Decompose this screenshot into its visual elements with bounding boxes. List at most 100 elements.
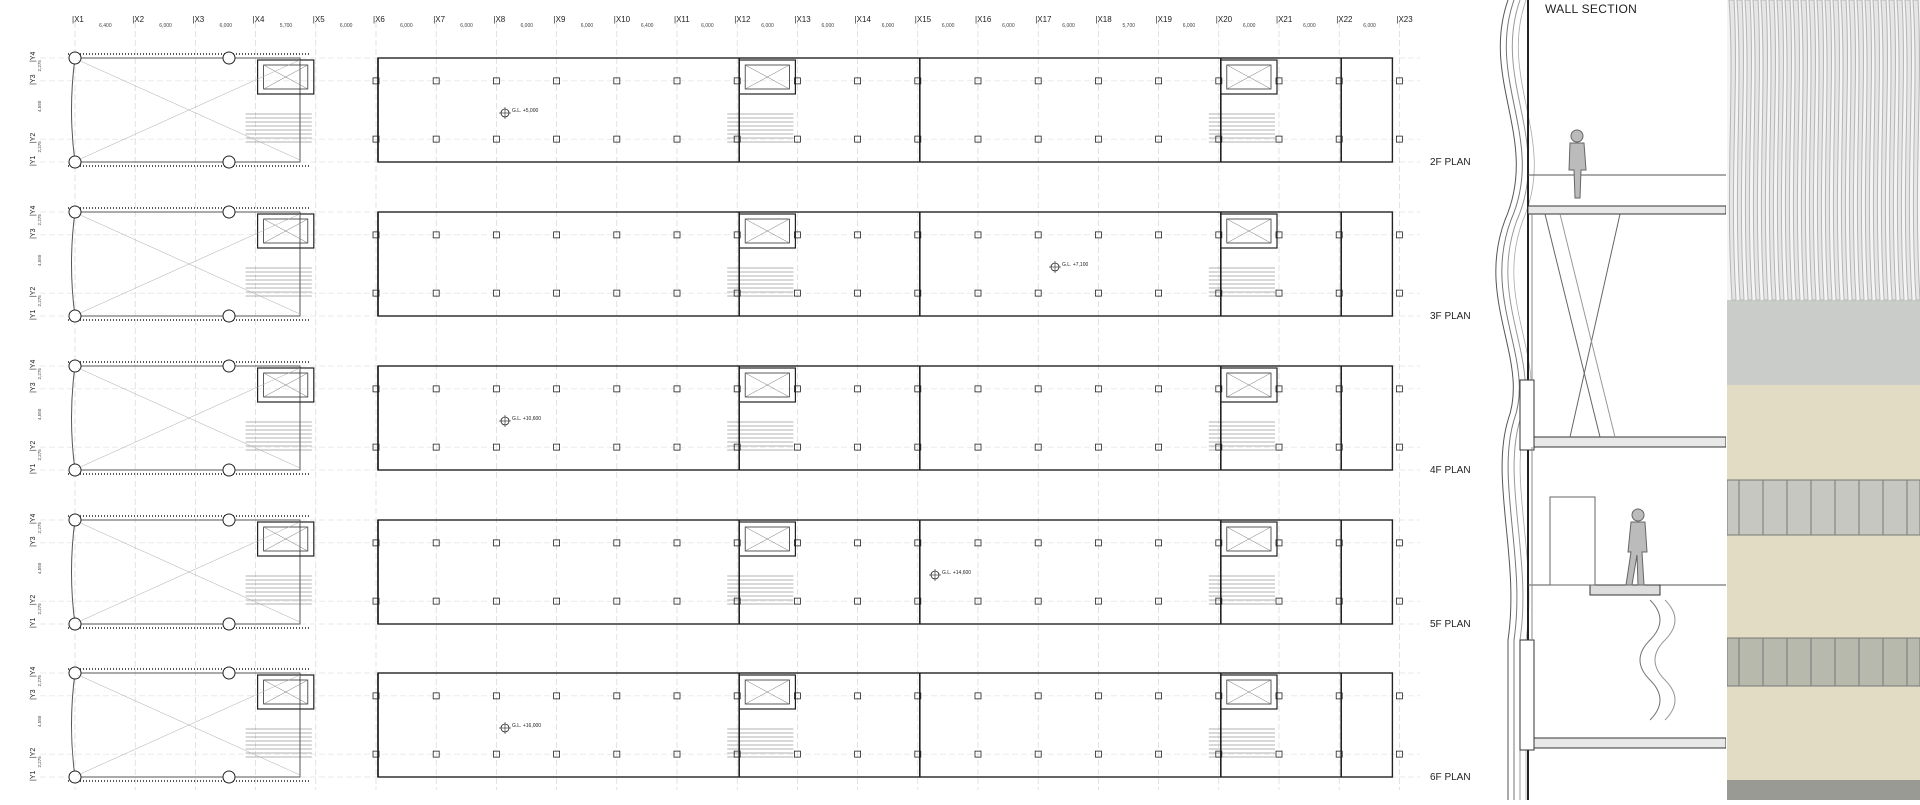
column bbox=[974, 539, 982, 547]
person-figure-upper bbox=[1568, 129, 1587, 199]
column bbox=[1335, 385, 1343, 393]
column bbox=[1034, 135, 1042, 143]
grid-dim-y: 2,275 bbox=[37, 60, 42, 72]
column bbox=[914, 597, 922, 605]
grid-label-x: |X22 bbox=[1336, 15, 1353, 24]
facade-fin bbox=[1744, 0, 1753, 301]
shaft-cross bbox=[1226, 679, 1272, 705]
column bbox=[1034, 692, 1042, 700]
column bbox=[794, 231, 801, 239]
facade-fin bbox=[1760, 0, 1769, 301]
grid-dim-x: 6,000 bbox=[1363, 23, 1376, 29]
column bbox=[432, 135, 440, 143]
level-text: G.L. +14,600 bbox=[942, 570, 971, 576]
column bbox=[1396, 539, 1403, 547]
column bbox=[1155, 750, 1162, 758]
grid-label-x: |X18 bbox=[1095, 15, 1112, 24]
elevator-shaft bbox=[1226, 372, 1272, 398]
column bbox=[1034, 77, 1042, 85]
facade-fin bbox=[1728, 0, 1737, 301]
grid-dim-x: 6,000 bbox=[822, 23, 835, 29]
column bbox=[492, 692, 500, 700]
wall-section-drawing bbox=[1495, 0, 1727, 800]
grid-dim-y: 2,275 bbox=[37, 522, 42, 534]
column bbox=[854, 750, 861, 758]
column bbox=[492, 289, 500, 297]
facade-fin bbox=[1888, 0, 1897, 301]
elevator-shaft bbox=[263, 679, 309, 705]
plan-title: 2F PLAN bbox=[1430, 157, 1471, 168]
column bbox=[1396, 597, 1403, 605]
column bbox=[492, 443, 500, 451]
column bbox=[432, 539, 440, 547]
column bbox=[1335, 135, 1343, 143]
column bbox=[553, 289, 560, 297]
shaft-cross bbox=[263, 218, 308, 244]
column bbox=[492, 385, 500, 393]
column bbox=[613, 443, 621, 451]
grid-dim-x: 6,000 bbox=[220, 23, 233, 29]
grid-dim-x: 6,400 bbox=[99, 23, 112, 29]
column bbox=[1396, 231, 1403, 239]
column bbox=[1034, 231, 1042, 239]
curved-facade bbox=[71, 211, 301, 317]
grid-label-x: |X12 bbox=[734, 15, 751, 24]
facade-fin bbox=[1824, 0, 1833, 301]
grid-label-y: |Y3 bbox=[30, 228, 37, 238]
column bbox=[613, 597, 621, 605]
column bbox=[1155, 597, 1162, 605]
round-column bbox=[222, 666, 236, 680]
column bbox=[733, 231, 741, 239]
grid-dim-y: 4,550 bbox=[37, 562, 42, 574]
column bbox=[733, 597, 741, 605]
column bbox=[372, 443, 380, 451]
column bbox=[492, 135, 500, 143]
shaft-cross bbox=[745, 218, 790, 244]
column bbox=[553, 750, 560, 758]
column bbox=[1034, 597, 1042, 605]
column bbox=[1034, 385, 1042, 393]
column bbox=[914, 692, 922, 700]
column bbox=[1335, 692, 1343, 700]
grid-dim-x: 6,000 bbox=[1303, 23, 1316, 29]
column bbox=[1275, 539, 1283, 547]
round-column bbox=[68, 463, 82, 477]
grid-dim-x: 6,000 bbox=[882, 23, 895, 29]
column bbox=[1275, 135, 1283, 143]
void-cross bbox=[77, 367, 301, 469]
grid-dim-x: 6,000 bbox=[1183, 23, 1196, 29]
window-band-lower bbox=[1727, 637, 1920, 687]
column bbox=[914, 750, 922, 758]
level-text: G.L. +10,600 bbox=[512, 416, 541, 422]
grid-label-y: |Y2 bbox=[30, 287, 37, 297]
column bbox=[733, 135, 741, 143]
grid-dim-y: 2,275 bbox=[37, 214, 42, 226]
column bbox=[733, 443, 741, 451]
column bbox=[553, 443, 560, 451]
facade-fin bbox=[1912, 0, 1920, 301]
column bbox=[854, 597, 861, 605]
void-cross bbox=[77, 213, 301, 315]
facade-fin bbox=[1736, 0, 1745, 301]
grid-label-x: |X13 bbox=[794, 15, 811, 24]
grid-dim-x: 6,000 bbox=[761, 23, 774, 29]
column bbox=[794, 692, 801, 700]
column bbox=[1275, 443, 1283, 451]
column bbox=[553, 692, 560, 700]
person-figure-lower bbox=[1625, 508, 1648, 586]
facade-fin bbox=[1816, 0, 1825, 301]
round-column bbox=[68, 51, 82, 65]
column bbox=[854, 135, 861, 143]
column bbox=[553, 231, 560, 239]
curved-facade bbox=[71, 365, 301, 471]
grid-label-y: |Y4 bbox=[30, 206, 37, 216]
column bbox=[1155, 539, 1162, 547]
column bbox=[1335, 77, 1343, 85]
column bbox=[1275, 692, 1283, 700]
facade-fin bbox=[1792, 0, 1801, 301]
column bbox=[1215, 750, 1223, 758]
level-text: G.L. +5,000 bbox=[512, 108, 538, 114]
shaft-cross bbox=[745, 526, 790, 552]
